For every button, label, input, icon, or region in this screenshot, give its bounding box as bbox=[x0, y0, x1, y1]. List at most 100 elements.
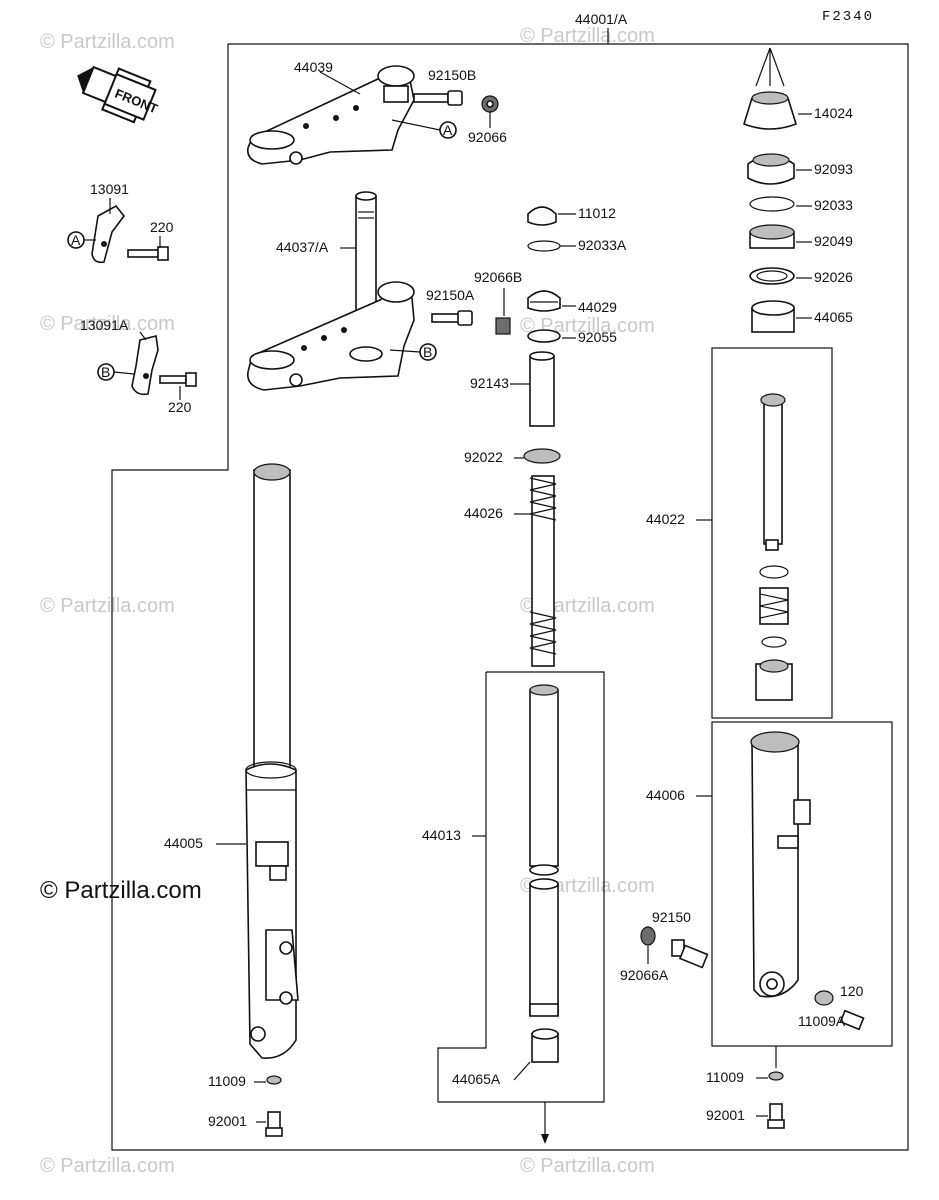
part-11012: 11012 bbox=[578, 205, 616, 221]
bolt-92150b bbox=[413, 90, 463, 106]
washer-120 bbox=[814, 990, 834, 1006]
bolt-92001-left bbox=[265, 1111, 283, 1137]
watermark: © Partzilla.com bbox=[40, 31, 175, 53]
part-92066: 92066 bbox=[468, 129, 507, 145]
bushing-44065a bbox=[531, 1028, 559, 1063]
part-92022: 92022 bbox=[464, 449, 503, 465]
leader-line bbox=[113, 371, 135, 375]
cap-44029 bbox=[527, 290, 561, 312]
diagram-code: F2340 bbox=[822, 9, 874, 25]
watermark: © Partzilla.com bbox=[520, 1155, 655, 1177]
part-92033a: 92033A bbox=[578, 237, 627, 253]
callout-a-text: A bbox=[443, 122, 453, 138]
inner-tube-box bbox=[437, 671, 605, 1103]
part-44026: 44026 bbox=[464, 505, 503, 521]
part-44006: 44006 bbox=[646, 787, 685, 803]
cover-14024 bbox=[743, 91, 797, 130]
damper-box bbox=[711, 347, 833, 719]
part-44029: 44029 bbox=[578, 299, 617, 315]
nut-92066b bbox=[495, 317, 511, 335]
part-14024: 14024 bbox=[814, 105, 853, 121]
spacer-92143 bbox=[529, 351, 555, 427]
bolt-92150 bbox=[671, 939, 709, 969]
part-11009-right: 11009 bbox=[706, 1069, 744, 1085]
part-220: 220 bbox=[150, 219, 174, 235]
inner-tube-44013 bbox=[529, 684, 559, 1017]
seal-92026 bbox=[749, 267, 795, 285]
part-92001-right: 92001 bbox=[706, 1107, 745, 1123]
watermark: © Partzilla.com bbox=[40, 313, 175, 335]
bushing-92093 bbox=[747, 153, 795, 185]
part-44005: 44005 bbox=[164, 835, 203, 851]
watermark: © Partzilla.com bbox=[40, 595, 175, 617]
leader-line bbox=[769, 47, 785, 87]
leader-line bbox=[139, 331, 147, 341]
oring-92055 bbox=[527, 329, 561, 343]
outer-tube-box bbox=[711, 721, 893, 1047]
callout-b bbox=[419, 343, 437, 361]
part-11009a: 11009A bbox=[798, 1013, 846, 1029]
part-92150: 92150 bbox=[652, 909, 691, 925]
part-92001-left: 92001 bbox=[208, 1113, 247, 1129]
part-92066b: 92066B bbox=[474, 269, 522, 285]
leader-line bbox=[389, 349, 421, 353]
part-92150a: 92150A bbox=[426, 287, 475, 303]
part-92150b: 92150B bbox=[428, 67, 476, 83]
plug-11009a bbox=[839, 1009, 865, 1031]
outer-tube-44006 bbox=[750, 731, 811, 998]
part-92143: 92143 bbox=[470, 375, 509, 391]
leader-line bbox=[319, 71, 361, 95]
assembly-label: 44001/A bbox=[575, 11, 628, 27]
cap-11012 bbox=[527, 206, 557, 226]
washer-92022 bbox=[523, 448, 561, 464]
bracket-13091 bbox=[91, 204, 169, 264]
watermarks: © Partzilla.com © Partzilla.com © Partzi… bbox=[40, 25, 655, 1177]
watermark: © Partzilla.com bbox=[40, 1155, 175, 1177]
callout-a bbox=[439, 121, 457, 139]
leader-line bbox=[391, 119, 441, 131]
part-13091: 13091 bbox=[90, 181, 129, 197]
nut-92066 bbox=[481, 95, 499, 113]
bracket-13091a bbox=[131, 335, 197, 396]
part-120: 120 bbox=[840, 983, 864, 999]
part-92049: 92049 bbox=[814, 233, 853, 249]
circlip-92033 bbox=[749, 196, 795, 212]
part-92066a: 92066A bbox=[620, 967, 669, 983]
part-92055: 92055 bbox=[578, 329, 617, 345]
bolt-92001-right bbox=[767, 1103, 785, 1129]
washer-11009-right bbox=[768, 1071, 784, 1081]
assembly-boundary bbox=[111, 43, 909, 1151]
part-92093: 92093 bbox=[814, 161, 853, 177]
callout-b-text: B bbox=[423, 344, 432, 360]
bolt-92150a bbox=[431, 310, 473, 326]
leader-line bbox=[513, 1061, 531, 1081]
part-44039: 44039 bbox=[294, 59, 333, 75]
washer-92066a bbox=[640, 926, 656, 946]
upper-bracket bbox=[246, 65, 415, 165]
steering-stem bbox=[247, 191, 415, 391]
part-220: 220 bbox=[168, 399, 192, 415]
part-44013: 44013 bbox=[422, 827, 461, 843]
leader-line bbox=[755, 47, 771, 87]
front-arrow: FRONT bbox=[77, 65, 160, 124]
fork-leg-44005 bbox=[245, 463, 299, 1059]
circlip-92033a bbox=[527, 240, 561, 252]
damper-44022 bbox=[755, 393, 793, 701]
part-44022: 44022 bbox=[646, 511, 685, 527]
bushing-44065 bbox=[751, 300, 795, 333]
part-44037a: 44037/A bbox=[276, 239, 329, 255]
part-92026: 92026 bbox=[814, 269, 853, 285]
part-44065a: 44065A bbox=[452, 1071, 501, 1087]
watermark: © Partzilla.com bbox=[520, 25, 655, 47]
part-11009-left: 11009 bbox=[208, 1073, 246, 1089]
part-44065: 44065 bbox=[814, 309, 853, 325]
callout-a-text: A bbox=[71, 232, 81, 248]
washer-11009-left bbox=[266, 1075, 282, 1085]
spring-44026 bbox=[529, 475, 557, 667]
callout-b-text: B bbox=[101, 364, 110, 380]
part-92033: 92033 bbox=[814, 197, 853, 213]
washer-92049 bbox=[749, 224, 795, 249]
main-watermark: © Partzilla.com bbox=[40, 877, 202, 904]
part-13091a: 13091A bbox=[80, 317, 129, 333]
